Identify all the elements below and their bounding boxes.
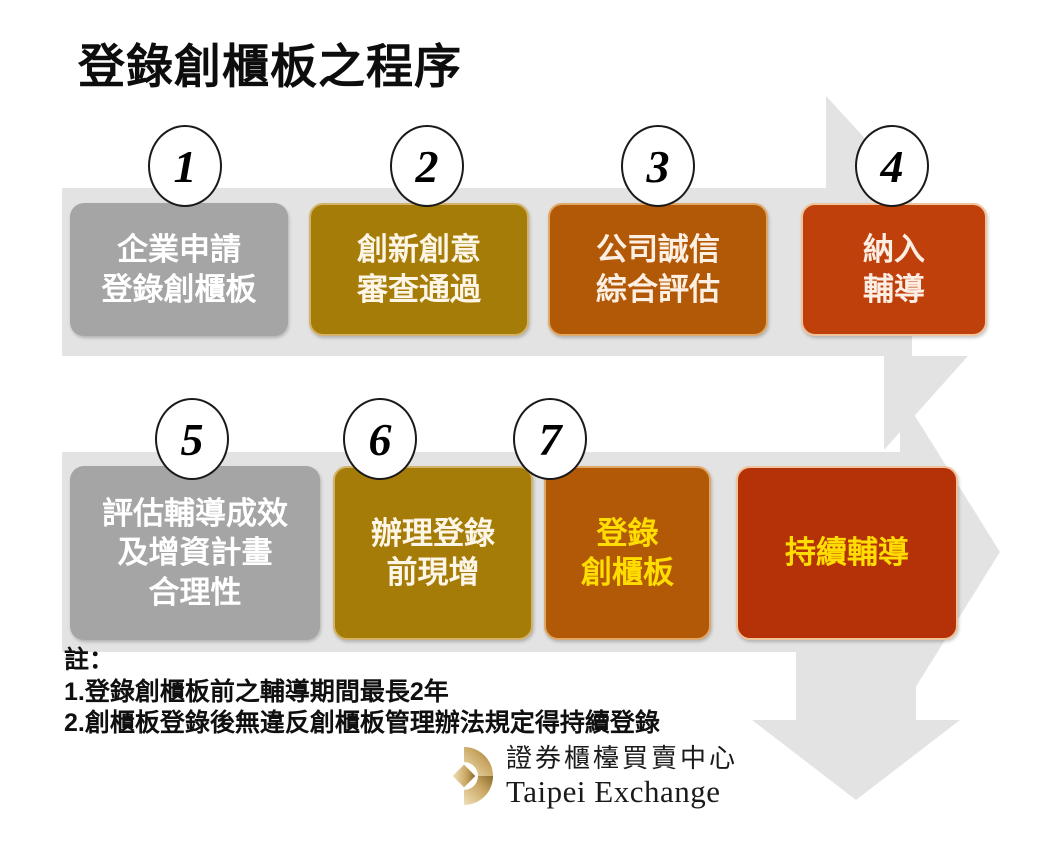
step-badge-3: 3 [621, 125, 695, 207]
step-8-line-1: 持續輔導 [785, 535, 909, 571]
step-badge-4: 4 [855, 125, 929, 207]
step-3-line-1: 公司誠信 [596, 232, 720, 268]
step-2-line-1: 創新創意 [357, 232, 481, 268]
note-item-1: 1.登錄創櫃板前之輔導期間最長2年 [64, 677, 449, 706]
step-box-5[interactable]: 評估輔導成效 及增資計畫 合理性 [70, 466, 320, 640]
step-badge-2: 2 [390, 125, 464, 207]
tpex-logo: 證券櫃檯買賣中心 Taipei Exchange [432, 744, 738, 808]
logo-text-block: 證券櫃檯買賣中心 Taipei Exchange [506, 743, 739, 809]
step-3-line-2: 綜合評估 [596, 271, 720, 307]
step-badge-1: 1 [148, 125, 222, 207]
step-4-line-1: 納入 [863, 232, 925, 268]
tpex-circle-logo-icon [434, 747, 493, 805]
step-6-line-1: 辦理登錄 [371, 515, 495, 551]
notes-block: 註： 1.登錄創櫃板前之輔導期間最長2年 2.創櫃板登錄後無違反創櫃板管理辦法規… [64, 645, 660, 740]
step-badge-7: 7 [513, 398, 587, 480]
step-badge-6: 6 [343, 398, 417, 480]
step-box-1[interactable]: 企業申請 登錄創櫃板 [70, 203, 288, 336]
step-4-line-2: 輔導 [863, 271, 925, 307]
step-box-8[interactable]: 持續輔導 [736, 466, 958, 640]
step-box-4[interactable]: 納入 輔導 [801, 203, 987, 336]
step-2-line-2: 審查通過 [357, 271, 481, 307]
logo-english-name: Taipei Exchange [506, 773, 721, 809]
step-box-2[interactable]: 創新創意 審查通過 [309, 203, 529, 336]
step-7-line-1: 登錄 [596, 515, 659, 551]
step-6-line-2: 前現增 [386, 555, 480, 590]
step-5-line-3: 合理性 [148, 574, 242, 610]
step-1-line-1: 企業申請 [117, 232, 241, 268]
page-title: 登錄創櫃板之程序 [78, 40, 462, 93]
step-box-6[interactable]: 辦理登錄 前現增 [333, 466, 533, 640]
step-7-line-2: 創櫃板 [581, 555, 674, 590]
note-item-2: 2.創櫃板登錄後無違反創櫃板管理辦法規定得持續登錄 [64, 709, 660, 737]
step-box-3[interactable]: 公司誠信 綜合評估 [548, 203, 768, 336]
notes-heading: 註： [64, 646, 115, 674]
step-5-line-1: 評估輔導成效 [102, 496, 288, 532]
step-box-7[interactable]: 登錄 創櫃板 [544, 466, 711, 640]
ribbon-down-arrow [752, 640, 960, 800]
logo-chinese-name: 證券櫃檯買賣中心 [506, 743, 739, 773]
step-1-line-2: 登錄創櫃板 [101, 271, 257, 307]
step-badge-5: 5 [155, 398, 229, 480]
step-5-line-2: 及增資計畫 [117, 535, 273, 571]
